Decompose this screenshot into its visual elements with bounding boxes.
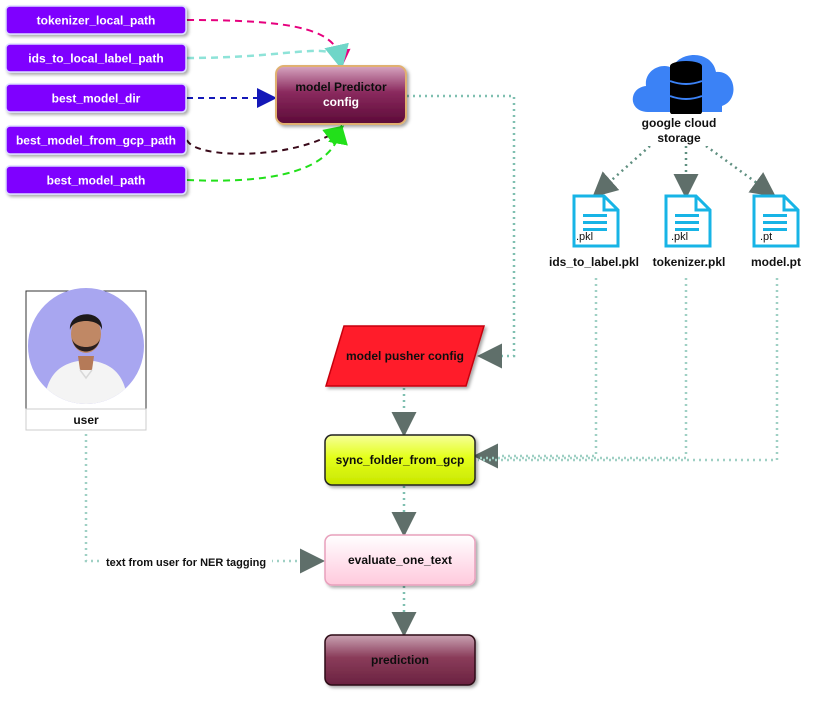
input-ids-to-local-label-path-label: ids_to_local_label_path [28, 52, 163, 66]
prediction-node[interactable]: prediction [324, 634, 476, 686]
file-tokenizer[interactable]: .pkl tokenizer.pkl [648, 194, 730, 276]
file-ids-to-label[interactable]: .pkl ids_to_label.pkl [546, 194, 642, 276]
input-best-model-path[interactable]: best_model_path [5, 165, 187, 195]
predictor-config-line1: model Predictor [295, 80, 387, 94]
cloud-label-line1: google cloud [642, 116, 717, 130]
edge-cloud-to-model [705, 144, 777, 197]
edge-bestmodelpath-to-predictor [186, 124, 348, 182]
input-tokenizer-local-path-label: tokenizer_local_path [37, 14, 156, 28]
input-best-model-dir[interactable]: best_model_dir [5, 83, 187, 113]
input-best-model-from-gcp-path[interactable]: best_model_from_gcp_path [5, 125, 187, 155]
predictor-config-node[interactable]: model Predictor config [275, 65, 407, 125]
pusher-config-node[interactable]: model pusher config [324, 325, 486, 387]
file-icon [572, 194, 620, 248]
sync-folder-label: sync_folder_from_gcp [336, 453, 465, 467]
input-tokenizer-local-path[interactable]: tokenizer_local_path [5, 5, 187, 35]
edge-user-to-evaluate [84, 428, 325, 574]
evaluate-node[interactable]: evaluate_one_text [324, 534, 476, 586]
file-icon [664, 194, 712, 248]
file-name: model.pt [751, 255, 801, 269]
edge-cloud-to-ids [592, 145, 651, 198]
cloud-database-icon [632, 54, 734, 117]
edge-gcp-path-to-predictor [186, 125, 345, 155]
input-best-model-path-label: best_model_path [47, 174, 146, 188]
predictor-config-line2: config [323, 95, 359, 109]
input-best-model-from-gcp-path-label: best_model_from_gcp_path [16, 134, 176, 148]
user-node[interactable]: user [25, 288, 147, 431]
cloud-storage-node[interactable]: google cloud storage [632, 54, 734, 146]
sync-folder-node[interactable]: sync_folder_from_gcp [324, 434, 476, 486]
input-boxes: tokenizer_local_path ids_to_local_label_… [5, 5, 187, 195]
edge-predictor-to-pusher [407, 94, 516, 369]
file-icon [752, 194, 800, 248]
file-ext: .pt [760, 231, 772, 243]
edge-tokenizer-to-sync [478, 278, 688, 460]
edge-tokenizer-to-predictor [186, 19, 351, 69]
input-best-model-dir-label: best_model_dir [52, 92, 141, 106]
edge-label-bg [100, 553, 272, 570]
pusher-config-label: model pusher config [346, 349, 464, 363]
edge-ids-to-predictor [186, 42, 349, 70]
user-avatar [28, 288, 144, 404]
file-ext: .pkl [576, 231, 593, 243]
prediction-label: prediction [371, 653, 429, 667]
file-ext: .pkl [671, 231, 688, 243]
file-name: ids_to_label.pkl [549, 255, 639, 269]
input-ids-to-local-label-path[interactable]: ids_to_local_label_path [5, 43, 187, 73]
file-name: tokenizer.pkl [653, 255, 726, 269]
evaluate-label: evaluate_one_text [348, 553, 452, 567]
edge-label: text from user for NER tagging [106, 557, 266, 569]
file-model[interactable]: .pt model.pt [746, 194, 806, 276]
edge-ids-to-sync [473, 278, 598, 469]
edge-model-to-sync [478, 278, 779, 462]
cloud-label-line2: storage [657, 131, 701, 145]
user-label: user [73, 413, 99, 427]
